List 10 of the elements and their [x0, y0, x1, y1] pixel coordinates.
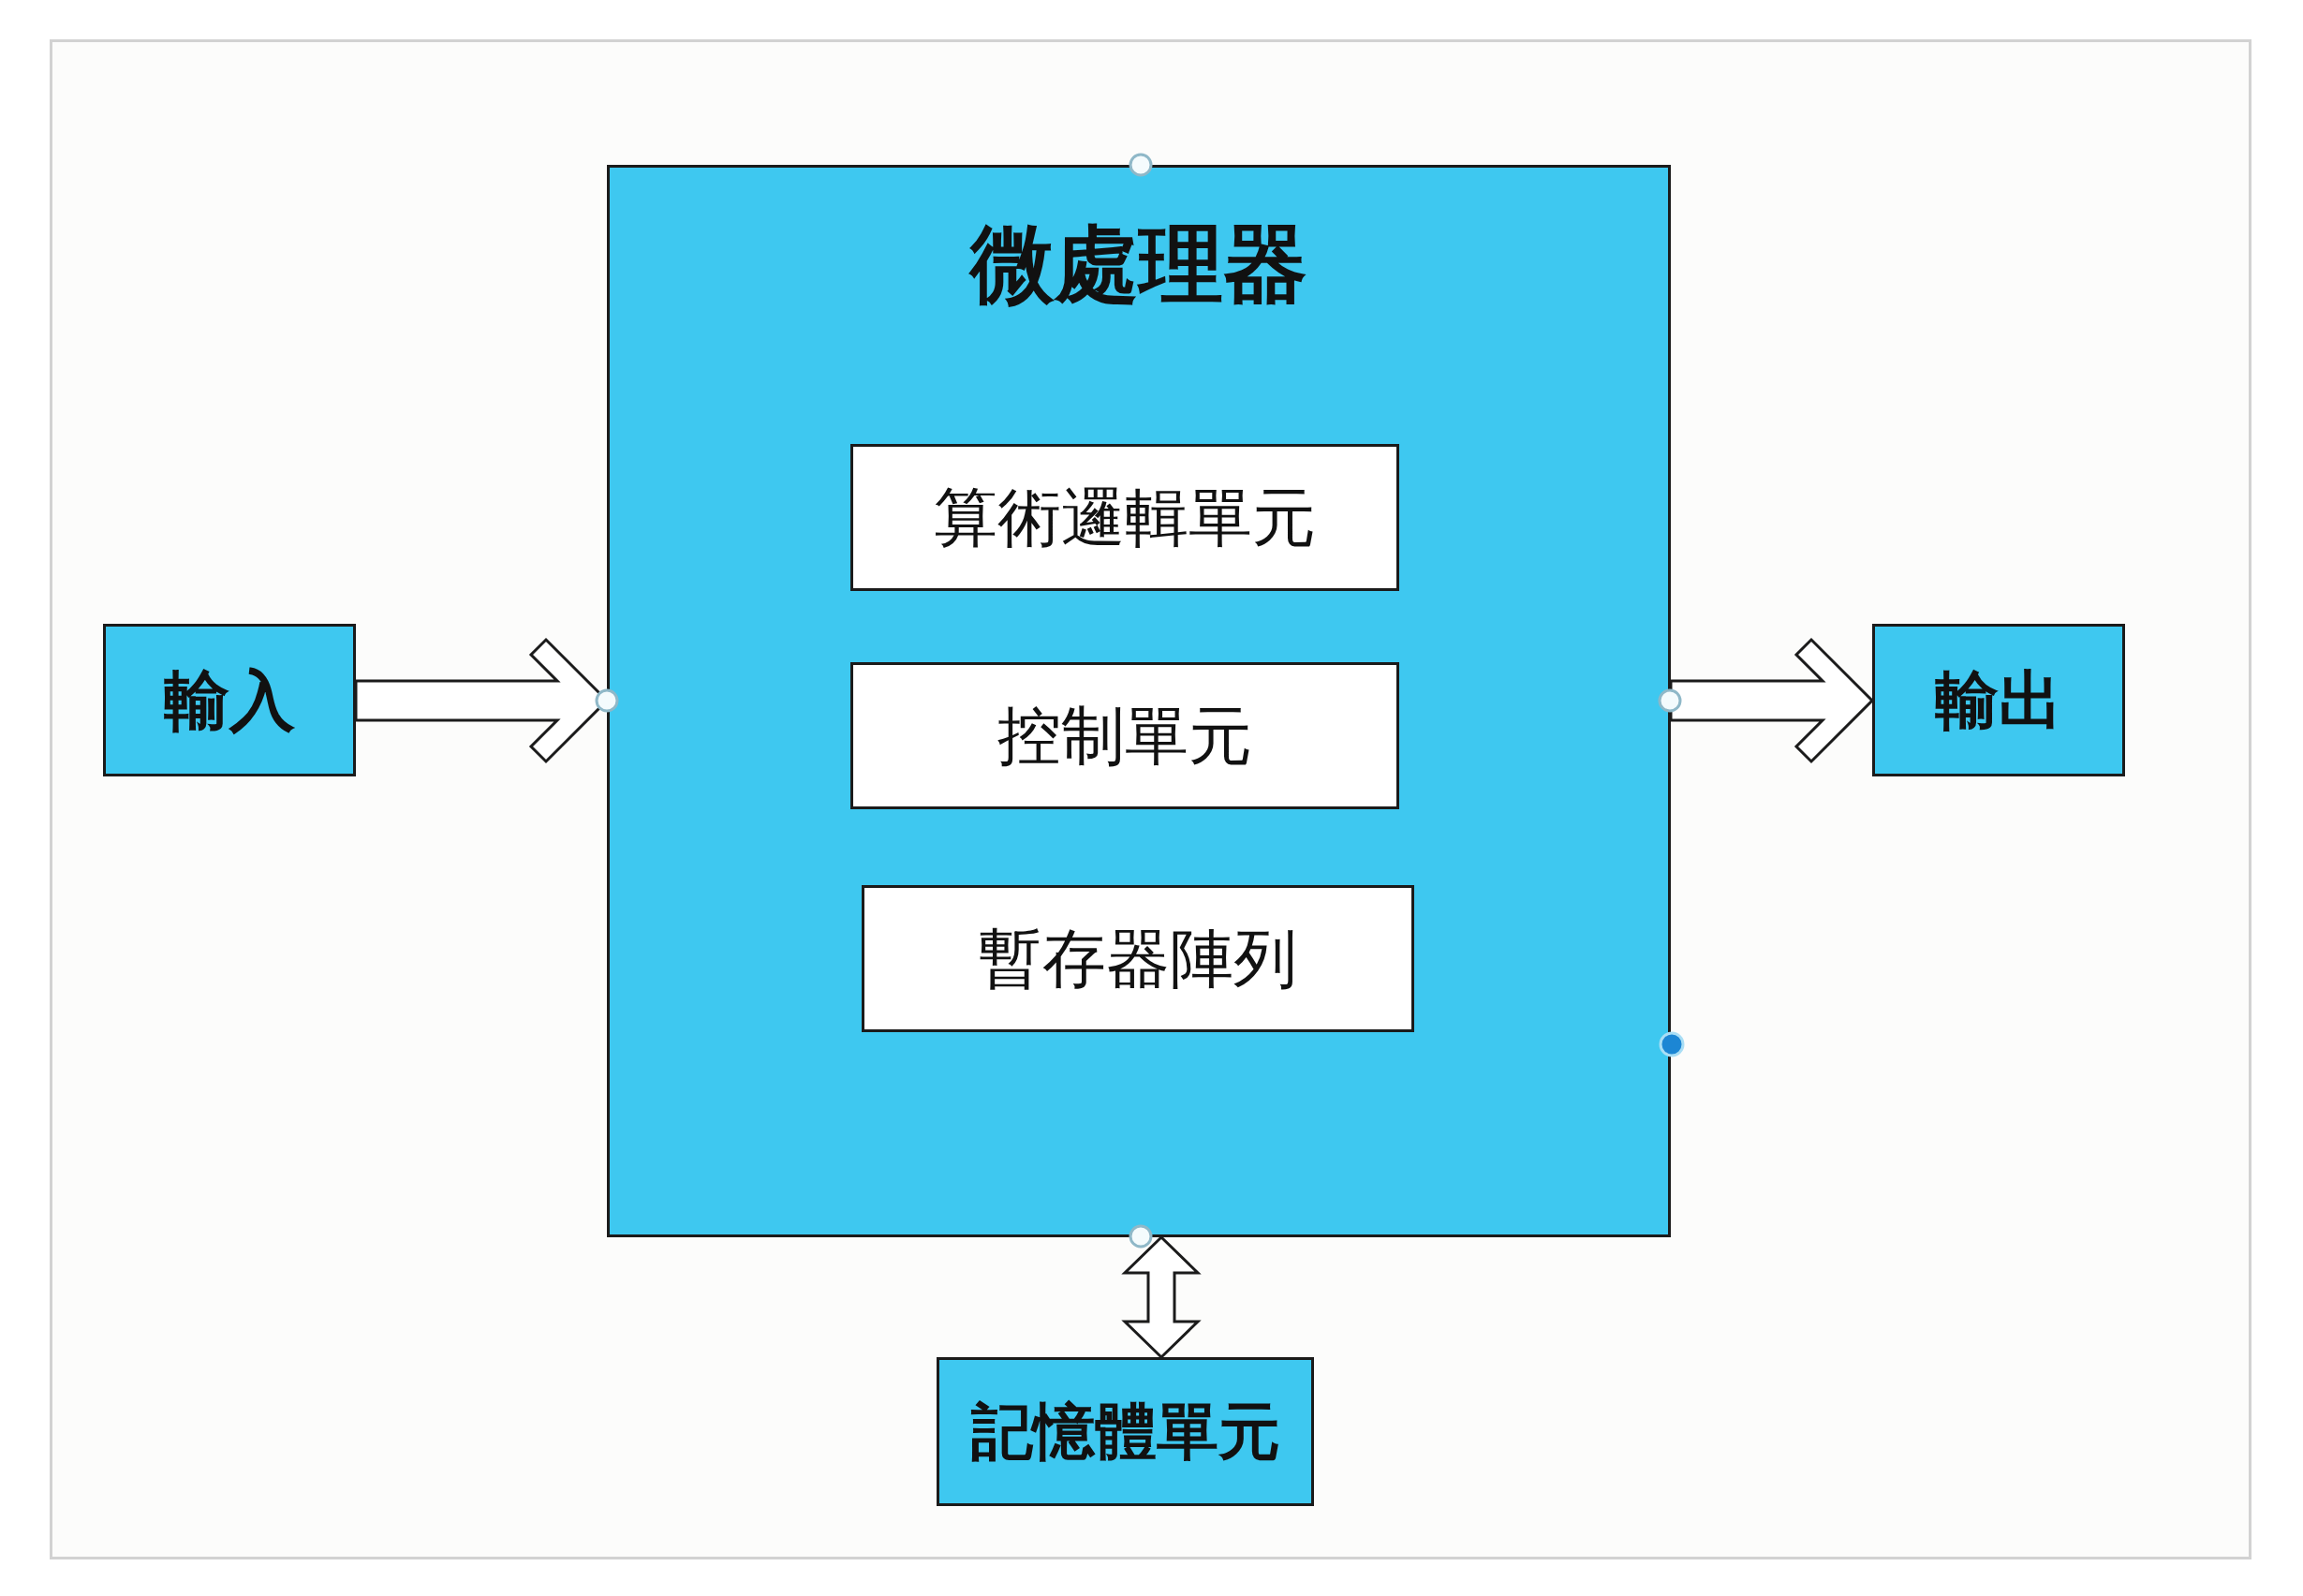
arrow: [1669, 637, 1875, 764]
process-box: 輸入: [103, 624, 356, 776]
process-box: 記憶體單元: [937, 1357, 1314, 1506]
process-box: 算術邏輯單元: [850, 444, 1399, 591]
process-box: 暫存器陣列: [862, 885, 1414, 1032]
double-arrow: [1121, 1234, 1202, 1360]
process-box: [607, 165, 1671, 1237]
process-box: 輸出: [1872, 624, 2125, 776]
process-box: 控制單元: [850, 662, 1399, 809]
heading: 微處理器: [970, 222, 1307, 306]
